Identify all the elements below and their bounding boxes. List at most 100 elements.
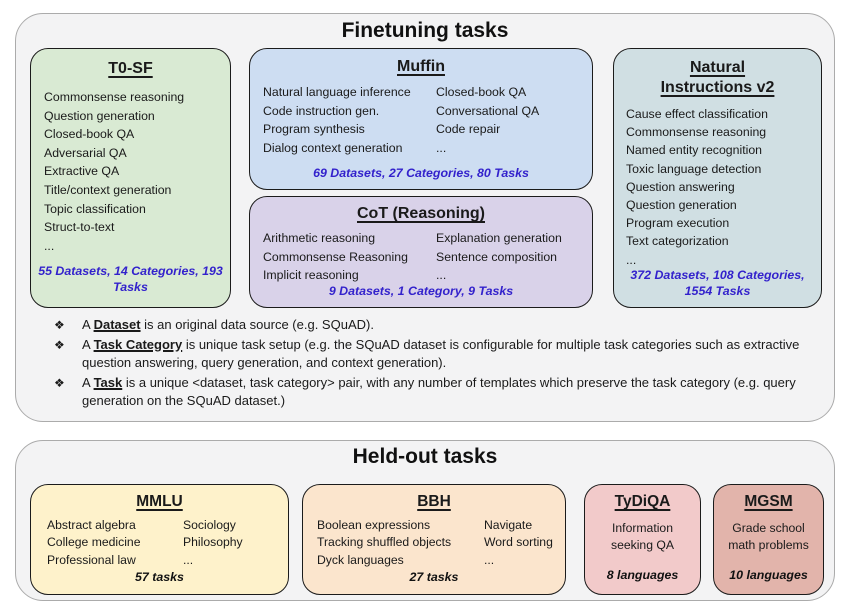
finetuning-tasks-title: Finetuning tasks [341,19,509,42]
mgsm-title: MGSM [744,493,793,510]
list-item: Dialog context generation [263,140,403,155]
list-item: Question generation [44,108,155,123]
term-task-category: Task Category [93,336,183,352]
list-item: ... [484,552,495,567]
definition-dataset-text: A Dataset is an original data source (e.… [82,317,374,332]
list-item: Abstract algebra [47,518,136,532]
mmlu-stats: 57 tasks [135,569,184,584]
list-item: ... [183,552,194,567]
list-item: Code instruction gen. [263,103,380,118]
list-item: Text categorization [626,234,729,249]
finetuning-tasks-panel: Finetuning tasks T0-SF Commonsense reaso… [15,13,835,422]
list-item: Commonsense reasoning [44,90,185,104]
list-item: Program synthesis [263,122,365,137]
muffin-title: Muffin [397,58,445,75]
list-item: Topic classification [44,201,146,216]
list-item: Tracking shuffled objects [317,535,452,550]
list-item: ... [44,238,55,253]
diamond-bullet-icon: ❖ [54,337,65,352]
niv2-title: Natural Instructions v2 [660,59,775,96]
list-item: Conversational QA [436,103,540,118]
term-dataset: Dataset [93,317,141,332]
held-out-tasks-title: Held-out tasks [352,445,498,468]
list-item: Commonsense reasoning [626,125,767,140]
bbh-title: BBH [417,493,451,510]
diamond-bullet-icon: ❖ [54,318,65,332]
list-item: Title/context generation [44,182,172,197]
list-item: Navigate [484,518,533,532]
niv2-stats: 372 Datasets, 108 Categories, 1554 Tasks [630,268,805,298]
mgsm-description: Grade school math problems [728,521,809,552]
list-item: Code repair [436,122,501,137]
mmlu-title: MMLU [136,493,183,510]
list-item: Closed-book QA [436,85,527,99]
list-item: Program execution [626,216,730,231]
cot-title: CoT (Reasoning) [357,205,485,222]
list-item: Question generation [626,198,737,213]
natural-instructions-v2-box: Natural Instructions v2 Cause effect cla… [613,48,822,308]
definition-task-category-text: A Task Category is unique task setup (e.… [82,336,800,371]
list-item: Sentence composition [436,249,557,264]
muffin-task-list-right: Closed-book QA Conversational QA Code repa… [436,83,539,157]
list-item: ... [436,140,447,155]
list-item: Adversarial QA [44,145,127,160]
bbh-stats: 27 tasks [409,569,459,584]
diamond-bullet-icon: ❖ [54,375,65,390]
list-item: Arithmetic reasoning [263,231,376,245]
term-task: Task [93,374,123,390]
list-item: Closed-book QA [44,127,135,142]
definition-task: ❖ A Task is a unique <dataset, task cate… [46,374,824,411]
tydiqa-box: TyDiQA Information seeking QA 8 language… [584,484,701,595]
list-item: Struct-to-text [44,220,115,235]
list-item: ... [436,268,447,283]
list-item: Philosophy [183,535,243,550]
list-item: ... [626,252,637,267]
list-item: Explanation generation [436,231,562,245]
list-item: Sociology [183,518,236,532]
definition-notes: ❖ A Dataset is an original data source (… [46,316,824,412]
t0sf-title: T0-SF [108,60,153,77]
cot-stats: 9 Datasets, 1 Category, 9 Tasks [328,283,514,298]
definition-task-text: A Task is a unique <dataset, task catego… [82,374,796,409]
list-item: Professional law [47,552,136,567]
list-item: Question answering [626,179,735,194]
list-item: Dyck languages [317,552,404,567]
list-item: Natural language inference [263,85,411,99]
tydiqa-description: Information seeking QA [610,521,674,552]
list-item: Commonsense Reasoning [263,249,408,264]
list-item: Named entity recognition [626,143,763,158]
muffin-stats: 69 Datasets, 27 Categories, 80 Tasks [313,165,529,180]
list-item: Boolean expressions [317,518,431,532]
list-item: Extractive QA [44,164,120,179]
mgsm-box: MGSM Grade school math problems 10 langu… [713,484,824,595]
tydiqa-stats: 8 languages [606,567,679,582]
list-item: Implicit reasoning [263,268,359,283]
list-item: Cause effect classification [626,107,768,121]
list-item: College medicine [47,535,141,550]
t0sf-stats: 55 Datasets, 14 Categories, 193 Tasks [38,264,223,294]
mgsm-stats: 10 languages [729,567,808,582]
definition-task-category: ❖ A Task Category is unique task setup (… [46,336,824,373]
tydiqa-title: TyDiQA [614,493,671,510]
list-item: Word sorting [484,535,553,550]
